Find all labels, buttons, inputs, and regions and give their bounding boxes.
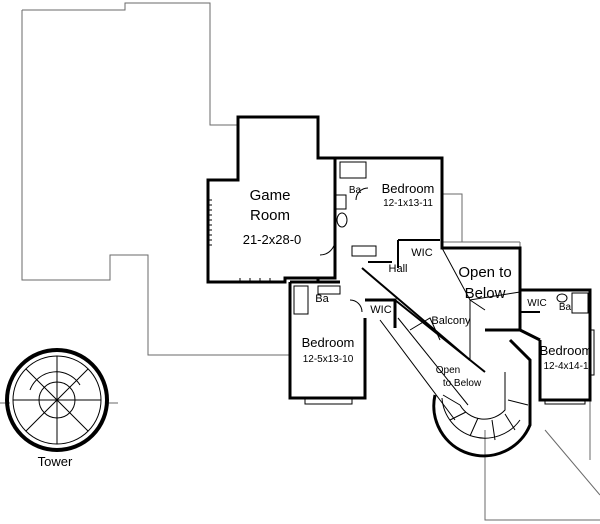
game-room-size: 21-2x28-0 [243, 232, 302, 247]
bedroom-windows [304, 329, 595, 405]
bath-a-label: Ba [349, 185, 362, 196]
wic-a-label: WIC [411, 247, 432, 259]
open-below-b-line2: to Below [443, 378, 482, 389]
spiral-stair [432, 338, 532, 458]
game-room-windows [208, 199, 271, 282]
bath-c-label: Ba [559, 302, 572, 313]
bedroom-c-size: 12-4x14-1 [543, 361, 588, 372]
balcony-label: Balcony [431, 315, 471, 327]
bedroom-b-size: 12-5x13-10 [303, 354, 354, 365]
wic-b-label: WIC [370, 304, 391, 316]
main-walls [206, 115, 592, 402]
bath-b-label: Ba [315, 293, 329, 305]
bedroom-a-size: 12-1x13-11 [383, 198, 433, 209]
balcony-structure [361, 247, 521, 421]
bath-c-fixtures [556, 292, 589, 314]
bath-a-fixtures [335, 161, 367, 228]
hall-label: Hall [389, 263, 408, 275]
bath-b-fixtures [293, 285, 341, 315]
open-below-b-line1: Open [436, 365, 460, 376]
bedroom-b-label: Bedroom [302, 335, 355, 350]
tower [5, 348, 109, 452]
game-room-label-line2: Room [250, 207, 290, 224]
bedroom-a-label: Bedroom [382, 181, 435, 196]
open-below-a-line1: Open to [458, 264, 511, 281]
wic-c-label: WIC [527, 298, 546, 309]
door-arcs [319, 187, 377, 313]
game-room-label-line1: Game [250, 187, 291, 204]
open-below-a-line2: Below [465, 285, 506, 302]
tower-label: Tower [38, 454, 73, 469]
bedroom-c-label: Bedroom [540, 343, 593, 358]
